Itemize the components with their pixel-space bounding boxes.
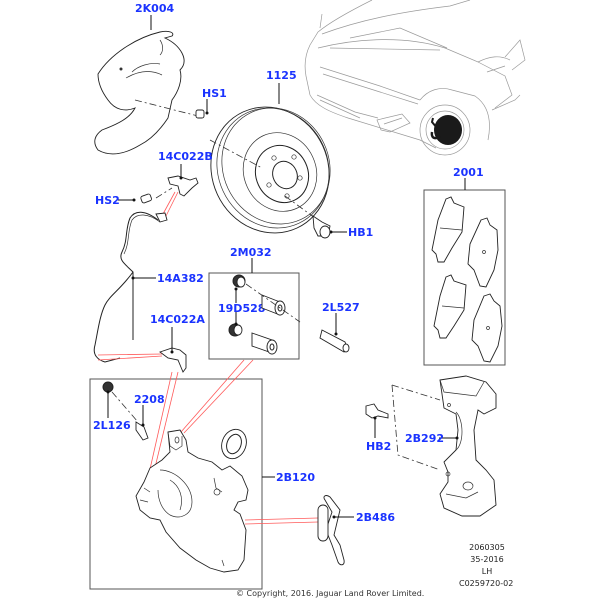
- brake-disc-1125: [209, 106, 331, 234]
- label-2208[interactable]: 2208: [134, 393, 165, 406]
- guide-boot-19D528: [228, 274, 246, 337]
- label-2B486[interactable]: 2B486: [356, 511, 395, 524]
- bleed-cap-2L126: [102, 381, 139, 423]
- label-2M032[interactable]: 2M032: [230, 246, 272, 259]
- label-HS2[interactable]: HS2: [95, 194, 120, 207]
- label-HB2[interactable]: HB2: [366, 440, 391, 453]
- label-14C022A[interactable]: 14C022A: [150, 313, 205, 326]
- guide-pin-2L527: [319, 313, 350, 353]
- label-HB1[interactable]: HB1: [348, 226, 373, 239]
- footer-line-2: 35-2016: [470, 555, 503, 564]
- label-14A382[interactable]: 14A382: [157, 272, 204, 285]
- label-2K004[interactable]: 2K004: [135, 2, 174, 15]
- wheel-speed-sensor-harness-14A382: [93, 191, 179, 363]
- label-1125[interactable]: 1125: [266, 69, 297, 82]
- caliper-guide-kit-box: [208, 272, 300, 360]
- label-2B120[interactable]: 2B120: [276, 471, 315, 484]
- bleed-screw-2208: [135, 405, 149, 441]
- splash-shield-2K004: [94, 30, 185, 155]
- footer-line-3: LH: [482, 567, 492, 576]
- carrier-bolt-HB2: [365, 403, 389, 438]
- label-19D528[interactable]: 19D528: [218, 302, 265, 315]
- label-HS1[interactable]: HS1: [202, 87, 227, 100]
- label-2L527[interactable]: 2L527: [322, 301, 360, 314]
- anti-rattle-clip-2B486: [317, 495, 354, 566]
- footer-line-4: C0259720-02: [459, 579, 513, 588]
- brake-pads-2001: [431, 196, 503, 363]
- sensor-bolt-HS2: [118, 187, 173, 204]
- label-2L126[interactable]: 2L126: [93, 419, 131, 432]
- copyright-notice: © Copyright, 2016. Jaguar Land Rover Lim…: [236, 589, 424, 598]
- sensor-bracket-14C022B: [167, 164, 199, 197]
- brake-caliper-2B120: [135, 428, 249, 573]
- sensor-bracket-14C022A: [97, 327, 187, 373]
- vehicle-illustration: [304, 0, 526, 156]
- shield-bolt-HS1: [134, 99, 209, 119]
- label-2001[interactable]: 2001: [453, 166, 484, 179]
- disc-screw-HB1: [284, 195, 347, 239]
- footer-line-1: 2060305: [469, 543, 505, 552]
- label-2B292[interactable]: 2B292: [405, 432, 444, 445]
- guide-sleeves: [245, 283, 301, 355]
- label-14C022B[interactable]: 14C022B: [158, 150, 213, 163]
- caliper-carrier-2B292: [439, 375, 497, 517]
- carrier-bolt-path-upper: [391, 384, 441, 401]
- carrier-bolt-path-lower: [391, 384, 441, 471]
